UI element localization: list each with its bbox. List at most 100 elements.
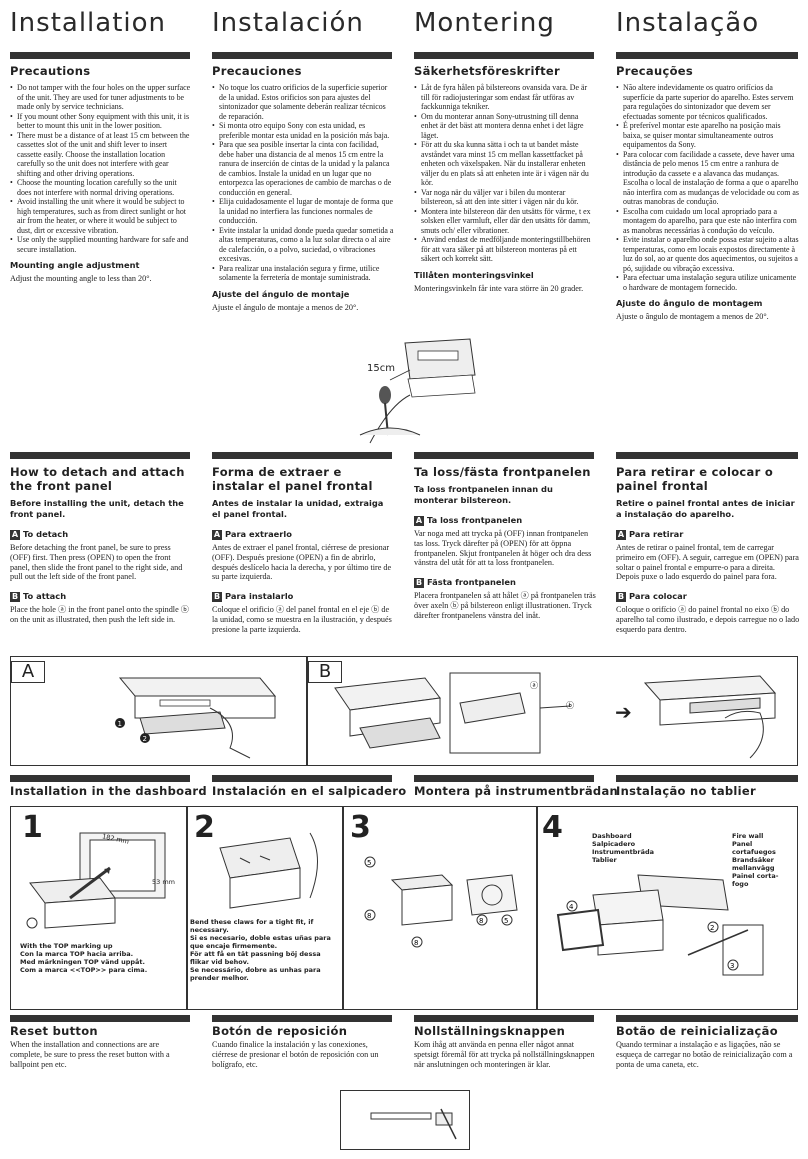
firewall-labels: Fire wall Panel cortafuegos Brandsäker m… bbox=[732, 832, 779, 888]
rule bbox=[10, 1015, 190, 1022]
list-item: Para que sea posible insertar la cinta c… bbox=[212, 140, 394, 197]
dashboard-heading-en: Installation in the dashboard bbox=[10, 784, 207, 798]
svg-text:2: 2 bbox=[710, 924, 714, 932]
b-text: Coloque o orifício ⓐ do painel frontal n… bbox=[616, 605, 800, 634]
detach-es: Forma de extraer e instalar el panel fro… bbox=[212, 465, 394, 635]
sub-text: Ajuste o ângulo de montagem a menos de 2… bbox=[616, 312, 769, 321]
step2-illustration bbox=[200, 828, 340, 923]
section-heading: Precautions bbox=[10, 64, 91, 78]
rule bbox=[212, 775, 392, 782]
intro: Before installing the unit, detach the f… bbox=[10, 498, 184, 519]
title-en: Installation bbox=[10, 8, 167, 38]
rule bbox=[212, 1015, 392, 1022]
list-item: Não altere indevidamente os quatro orifí… bbox=[616, 83, 800, 121]
svg-text:5: 5 bbox=[504, 917, 508, 925]
list-item: Use only the supplied mounting hardware … bbox=[10, 235, 192, 254]
list-item: Choose the mounting location carefully s… bbox=[10, 178, 192, 197]
section-heading: Forma de extraer e instalar el panel fro… bbox=[212, 465, 373, 493]
section-heading: How to detach and attach the front panel bbox=[10, 465, 185, 493]
label-b-icon: B bbox=[10, 592, 20, 603]
sub-text: Monteringsvinkeln får inte vara större ä… bbox=[414, 283, 584, 293]
sub-text: Ajuste el ángulo de montaje a menos de 2… bbox=[212, 302, 359, 312]
list-item: Avoid installing the unit where it would… bbox=[10, 197, 192, 235]
figure-divider bbox=[342, 807, 344, 1009]
svg-text:5: 5 bbox=[367, 859, 371, 867]
svg-text:ⓐ: ⓐ bbox=[530, 681, 538, 690]
step3-illustration: 5 8 8 8 5 bbox=[352, 840, 532, 960]
list-item: Para realizar una instalación segura y f… bbox=[212, 264, 394, 283]
list-item: If you mount other Sony equipment with t… bbox=[10, 112, 192, 131]
svg-text:8: 8 bbox=[479, 917, 483, 925]
reset-sv: Nollställningsknappen Kom ihåg att använ… bbox=[414, 1024, 596, 1069]
dashboard-heading-es: Instalación en el salpicadero bbox=[212, 784, 407, 798]
reset-es: Botón de reposición Cuando finalice la i… bbox=[212, 1024, 394, 1069]
list-item: Para efectuar uma instalação segura util… bbox=[616, 273, 800, 292]
a-text: Before detaching the front panel, be sur… bbox=[10, 543, 183, 582]
reset-text: Kom ihåg att använda en penna eller någo… bbox=[414, 1040, 595, 1069]
precaution-list: No toque los cuatro orificios de la supe… bbox=[212, 83, 394, 283]
a-text: Var noga med att trycka på (OFF) innan f… bbox=[414, 529, 592, 568]
precaution-list: Não altere indevidamente os quatro orifí… bbox=[616, 83, 800, 292]
section-heading: Botón de reposición bbox=[212, 1024, 348, 1038]
intro: Antes de instalar la unidad, extraiga el… bbox=[212, 498, 384, 519]
step-number: 3 bbox=[350, 810, 371, 845]
precautions-es: Precauciones No toque los cuatro orifici… bbox=[212, 64, 394, 312]
sub-text: Adjust the mounting angle to less than 2… bbox=[10, 274, 152, 283]
list-item: Do not tamper with the four holes on the… bbox=[10, 83, 192, 112]
figure-b-illustration: ⓑ ⓐ bbox=[330, 668, 610, 768]
list-item: Escolha com cuidado um local apropriado … bbox=[616, 207, 800, 236]
list-item: No toque los cuatro orificios de la supe… bbox=[212, 83, 394, 121]
detach-sv: Ta loss/fästa frontpanelen Ta loss front… bbox=[414, 465, 596, 621]
distance-label: 15cm bbox=[367, 363, 395, 374]
precautions-sv: Säkerhetsföreskrifter Låt de fyra hålen … bbox=[414, 64, 596, 293]
b-text: Coloque el orificio ⓐ del panel frontal … bbox=[212, 605, 392, 634]
sub-heading: Mounting angle adjustment bbox=[10, 260, 140, 270]
intro: Ta loss frontpanelen innan du monterar b… bbox=[414, 484, 553, 505]
label-a-icon: A bbox=[616, 530, 626, 540]
svg-text:8: 8 bbox=[367, 912, 371, 920]
rule bbox=[616, 1015, 798, 1022]
b-text: Placera frontpanelen så att hålet ⓐ på f… bbox=[414, 591, 596, 620]
a-text: Antes de retirar o painel frontal, tem d… bbox=[616, 543, 799, 582]
dashboard-heading-sv: Montera på instrumentbrädan bbox=[414, 784, 618, 798]
figure-b2-illustration bbox=[640, 668, 790, 768]
svg-text:2: 2 bbox=[143, 735, 147, 743]
list-item: Evite instalar o aparelho onde possa est… bbox=[616, 235, 800, 273]
label-b-icon: B bbox=[414, 578, 424, 589]
reset-text: Cuando finalice la instalación y las con… bbox=[212, 1040, 379, 1069]
rule bbox=[414, 1015, 594, 1022]
list-item: There must be a distance of at least 15 … bbox=[10, 131, 192, 179]
precautions-pt: Precauções Não altere indevidamente os q… bbox=[616, 64, 800, 322]
reset-en: Reset button When the installation and c… bbox=[10, 1024, 192, 1069]
step4-illustration: 4 2 3 bbox=[548, 870, 788, 1010]
svg-text:4: 4 bbox=[569, 903, 574, 911]
rule bbox=[10, 52, 190, 59]
list-item: Evite instalar la unidad donde pueda que… bbox=[212, 226, 394, 264]
section-heading: Säkerhetsföreskrifter bbox=[414, 64, 560, 78]
svg-text:3: 3 bbox=[730, 962, 734, 970]
list-item: Låt de fyra hålen på bilstereons ovansid… bbox=[414, 83, 596, 112]
title-pt: Instalação bbox=[616, 8, 760, 38]
list-item: Om du monterar annan Sony-utrustning til… bbox=[414, 112, 596, 141]
a-text: Antes de extraer el panel frontal, ciérr… bbox=[212, 543, 392, 582]
label-b-icon: B bbox=[212, 592, 222, 603]
list-item: För att du ska kunna sätta i och ta ut b… bbox=[414, 140, 596, 188]
reset-text: Quando terminar a instalação e as ligaçõ… bbox=[616, 1040, 793, 1069]
label-b-icon: B bbox=[616, 592, 626, 603]
section-heading: Reset button bbox=[10, 1024, 98, 1038]
detach-en: How to detach and attach the front panel… bbox=[10, 465, 192, 625]
reset-illustration bbox=[340, 1090, 470, 1150]
svg-text:1: 1 bbox=[118, 720, 122, 728]
section-heading: Precauciones bbox=[212, 64, 302, 78]
reset-text: When the installation and connections ar… bbox=[10, 1040, 170, 1069]
height-dimension: 53 mm bbox=[152, 878, 176, 886]
label-a-icon: A bbox=[10, 530, 20, 540]
rule bbox=[10, 775, 190, 782]
step-number: 2 bbox=[194, 810, 215, 845]
